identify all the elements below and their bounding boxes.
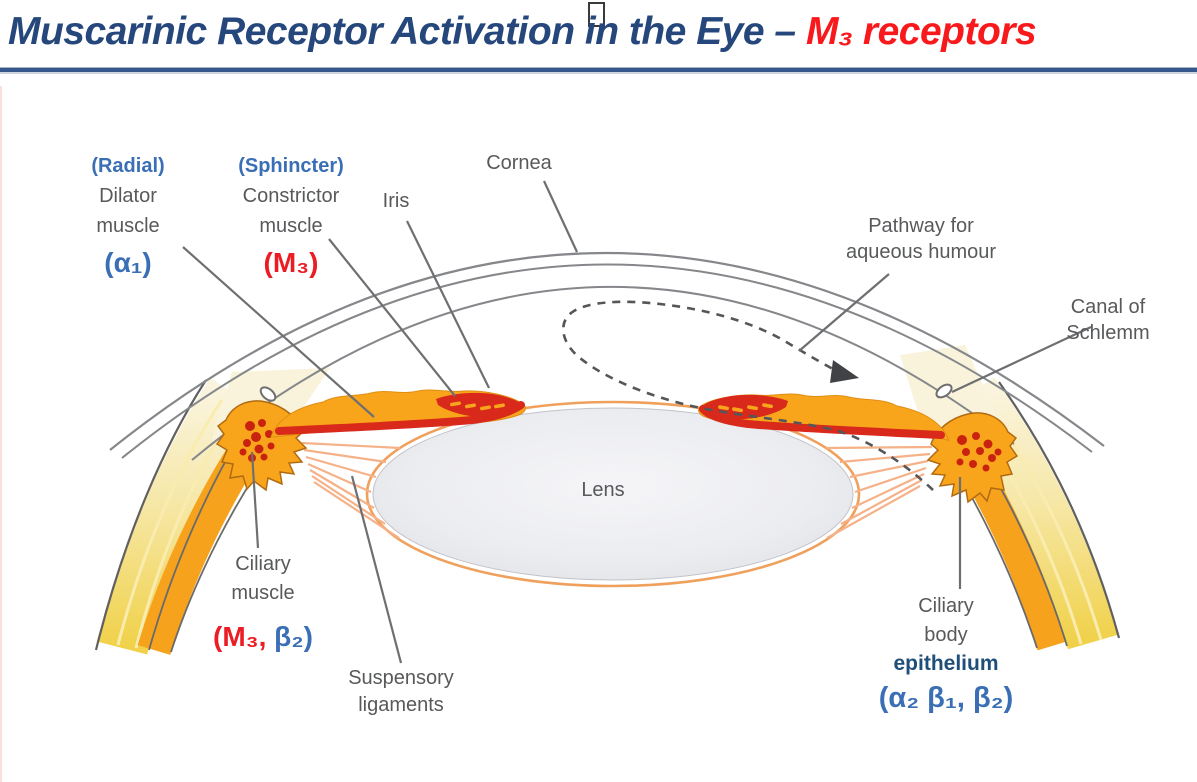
constrictor-name-line2: muscle xyxy=(259,215,323,237)
dilator-name-line2: muscle xyxy=(96,215,160,237)
leader-dilator xyxy=(182,246,375,418)
ciliary-muscle-line1: Ciliary xyxy=(235,553,291,575)
label-aqueous-pathway: Pathway for aqueous humour xyxy=(846,213,996,265)
lens-shape xyxy=(365,400,861,588)
label-ciliary-muscle: Ciliary muscle (M₃, β₂) xyxy=(213,550,313,654)
left-edge-artifact xyxy=(0,86,2,782)
ciliary-muscle-receptors-red: (M₃, xyxy=(212,621,275,652)
canal-line1: Canal of xyxy=(1070,296,1146,318)
aqueous-pathway-dashed-arrow xyxy=(561,300,934,491)
leader-suspensory xyxy=(350,475,403,664)
canal-of-schlemm-left xyxy=(259,386,277,402)
suspensory-ligaments-left xyxy=(301,441,401,539)
ciliary-body-right-shape xyxy=(926,412,1019,504)
label-cornea: Cornea xyxy=(486,152,552,174)
ciliary-body-line3: epithelium xyxy=(893,652,999,675)
dilator-receptors: (α₁) xyxy=(104,247,152,278)
label-ciliary-body-epithelium: Ciliary body epithelium (α₂ β₁, β₂) xyxy=(879,592,1013,715)
missing-glyph-artifact xyxy=(588,2,605,27)
label-dilator-muscle: (Radial) Dilator muscle (α₁) xyxy=(91,151,164,280)
leader-constrictor xyxy=(328,238,456,397)
pathway-line1: Pathway for xyxy=(868,215,974,237)
constrictor-receptors: (M₃) xyxy=(263,247,319,278)
ciliary-muscle-line2: muscle xyxy=(231,582,295,604)
label-canal-of-schlemm: Canal of Schlemm xyxy=(1066,294,1149,346)
slide-title-highlight: M₃ receptors xyxy=(805,10,1037,53)
ciliary-body-line1: Ciliary xyxy=(918,595,974,617)
ciliary-muscle-receptors-blue: β₂) xyxy=(274,621,314,652)
label-suspensory-ligaments: Suspensory ligaments xyxy=(348,665,454,719)
slide-title-main: Muscarinic Receptor Activation in the Ey… xyxy=(8,10,806,53)
pathway-line2: aqueous humour xyxy=(845,241,997,263)
label-iris: Iris xyxy=(382,190,410,212)
iris-left-shape xyxy=(270,389,526,438)
leader-iris xyxy=(406,220,490,389)
ciliary-body-line2: body xyxy=(924,624,968,646)
leader-pathway xyxy=(798,273,890,352)
slide-title: Muscarinic Receptor Activation in the Ey… xyxy=(8,10,1197,54)
leader-lines xyxy=(182,180,1092,664)
label-lens: Lens xyxy=(581,479,625,501)
leader-canal xyxy=(951,326,1092,393)
cornea-arcs xyxy=(109,252,1105,461)
constrictor-type-label: (Sphincter) xyxy=(238,155,344,177)
leader-cornea xyxy=(543,180,578,253)
suspensory-ligaments-right xyxy=(825,445,933,539)
suspensory-line2: ligaments xyxy=(358,694,444,716)
canal-of-schlemm-right xyxy=(935,383,953,399)
canal-line2: Schlemm xyxy=(1066,322,1150,344)
label-constrictor-muscle: (Sphincter) Constrictor muscle (M₃) xyxy=(238,151,344,280)
ciliary-muscle-receptors: (M₃, β₂) xyxy=(213,620,313,654)
dilator-name-line1: Dilator xyxy=(99,185,157,207)
leader-ciliary-muscle xyxy=(250,451,260,549)
title-underline xyxy=(0,67,1197,74)
ciliary-body-receptors: (α₂ β₁, β₂) xyxy=(878,682,1014,714)
dilator-type-label: (Radial) xyxy=(91,155,165,177)
constrictor-name-line1: Constrictor xyxy=(242,185,340,207)
suspensory-line1: Suspensory xyxy=(348,667,454,689)
